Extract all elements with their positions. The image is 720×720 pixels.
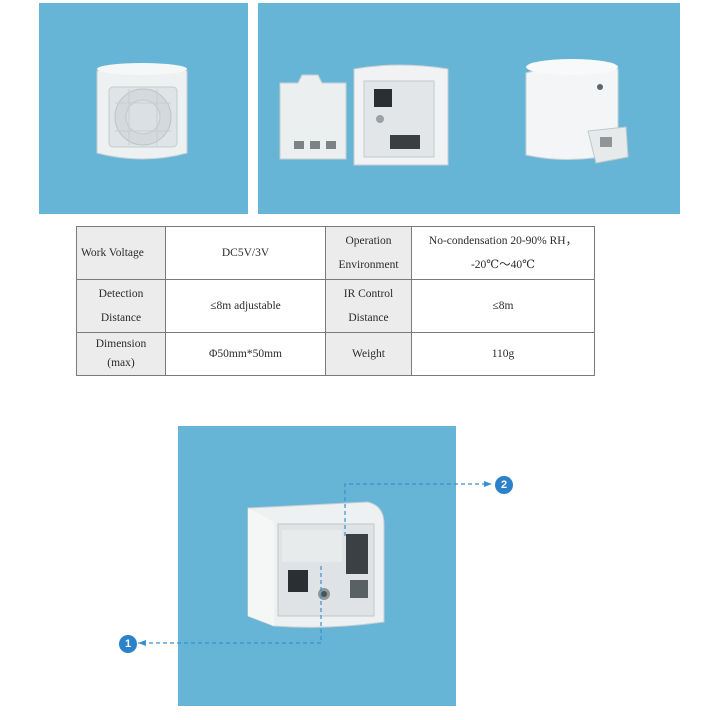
label-line: Operation: [345, 235, 392, 247]
dimension-label: Dimension (max): [76, 332, 166, 376]
product-photo-interior: [178, 426, 456, 706]
label-line: (max): [107, 357, 135, 369]
ir-control-distance-label: IR Control Distance: [325, 279, 412, 333]
label-line: Distance: [100, 312, 142, 324]
weight-value: 110g: [411, 332, 595, 376]
table-row: Dimension (max) Φ50mm*50mm Weight 110g: [76, 332, 595, 376]
label-line: Dimension: [95, 338, 147, 350]
weight-label: Weight: [325, 332, 412, 376]
callout-marker-2: 2: [495, 476, 513, 494]
product-photo-front: [39, 3, 248, 214]
operation-environment-value: No-condensation 20-90% RH， -20℃～40℃: [411, 226, 595, 280]
product-photo-parts: [258, 3, 680, 214]
callout-marker-1: 1: [119, 635, 137, 653]
label-line: Distance: [348, 312, 389, 324]
label-line: Environment: [338, 259, 399, 271]
work-voltage-value: DC5V/3V: [165, 226, 326, 280]
dimension-value: Φ50mm*50mm: [165, 332, 326, 376]
value-line: No-condensation 20-90% RH，: [428, 235, 578, 247]
table-row: Work Voltage DC5V/3V Operation Environme…: [76, 226, 595, 280]
detection-distance-value: ≤8m adjustable: [165, 279, 326, 333]
label-line: Detection: [98, 288, 144, 300]
work-voltage-label: Work Voltage: [76, 226, 166, 280]
value-line: -20℃～40℃: [470, 259, 536, 271]
operation-environment-label: Operation Environment: [325, 226, 412, 280]
specs-table: Work Voltage DC5V/3V Operation Environme…: [76, 226, 595, 376]
detection-distance-label: Detection Distance: [76, 279, 166, 333]
ir-control-distance-value: ≤8m: [411, 279, 595, 333]
table-row: Detection Distance ≤8m adjustable IR Con…: [76, 279, 595, 333]
label-line: IR Control: [343, 288, 394, 300]
